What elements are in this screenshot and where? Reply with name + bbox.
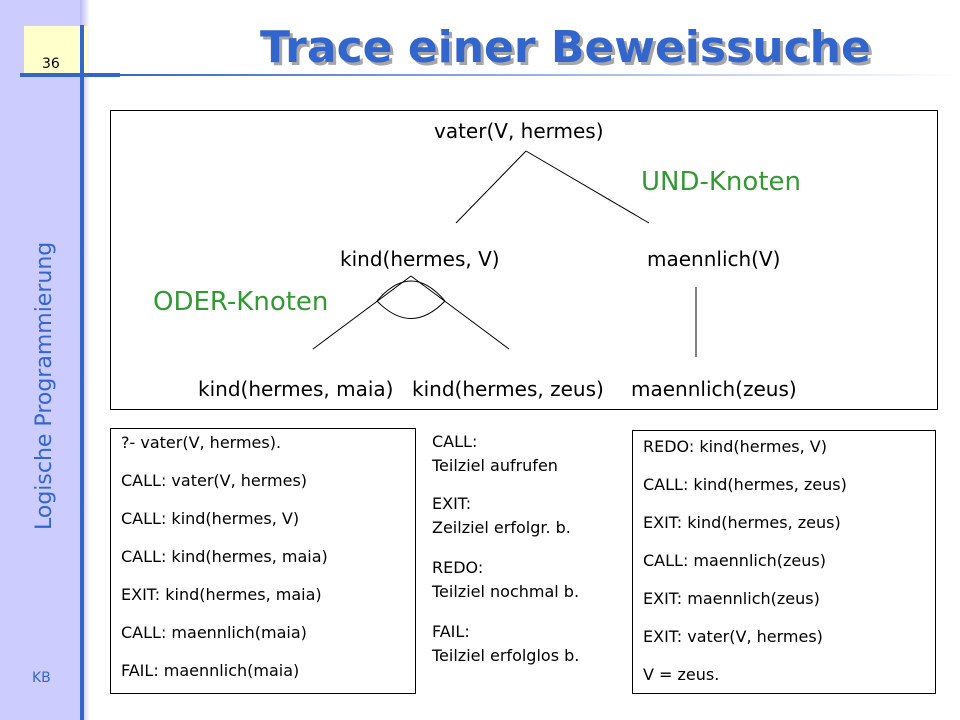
trace-right-line: CALL: kind(hermes, zeus) <box>643 475 847 494</box>
tree-leaf-maia: kind(hermes, maia) <box>198 377 394 401</box>
page-number-box <box>24 26 88 74</box>
trace-right-line: EXIT: kind(hermes, zeus) <box>643 513 841 532</box>
trace-left-line: EXIT: kind(hermes, maia) <box>121 585 322 604</box>
tree-edges <box>312 150 697 357</box>
slide-title: Trace einer Beweissuche <box>260 22 871 73</box>
tree-leaf-zeus: kind(hermes, zeus) <box>412 377 604 401</box>
legend-key: EXIT: <box>432 494 472 513</box>
sidebar <box>0 0 80 720</box>
horizontal-rule-fade <box>120 74 960 76</box>
trace-box-right: REDO: kind(hermes, V) CALL: kind(hermes,… <box>632 430 936 694</box>
legend-key: REDO: <box>432 558 484 577</box>
trace-left-line: CALL: kind(hermes, V) <box>121 509 300 528</box>
edge-root-right <box>525 150 650 224</box>
oder-knoten-label: ODER-Knoten <box>153 287 329 317</box>
or-arc-top <box>376 280 446 302</box>
tree-leaf-maennlich-zeus: maennlich(zeus) <box>631 377 797 401</box>
or-arc <box>376 300 446 319</box>
trace-right-line: REDO: kind(hermes, V) <box>643 437 827 456</box>
trace-left-line: CALL: maennlich(maia) <box>121 623 307 642</box>
edge-or-right <box>410 275 510 350</box>
edge-or-left <box>312 275 412 350</box>
tree-child-right: maennlich(V) <box>647 247 781 271</box>
legend-key: CALL: <box>432 432 478 451</box>
und-knoten-label: UND-Knoten <box>641 167 801 197</box>
legend: CALL: Teilziel aufrufen EXIT: Zeilziel e… <box>432 430 622 690</box>
trace-right-line: EXIT: vater(V, hermes) <box>643 627 823 646</box>
footer-label: KB <box>32 670 51 686</box>
sidebar-gradient <box>80 0 90 720</box>
trace-right-line: V = zeus. <box>643 665 720 684</box>
legend-key: FAIL: <box>432 622 470 641</box>
legend-desc: Teilziel erfolglos b. <box>432 646 580 665</box>
side-label: Logische Programmierung <box>32 241 57 530</box>
proof-tree-box: vater(V, hermes) UND-Knoten kind(hermes,… <box>110 110 938 410</box>
tree-root: vater(V, hermes) <box>434 119 604 143</box>
trace-left-line: CALL: kind(hermes, maia) <box>121 547 328 566</box>
trace-box-left: ?- vater(V, hermes). CALL: vater(V, herm… <box>110 428 416 694</box>
horizontal-rule <box>20 73 120 77</box>
legend-desc: Teilziel aufrufen <box>432 456 558 475</box>
trace-right-line: EXIT: maennlich(zeus) <box>643 589 820 608</box>
vertical-rule <box>80 25 84 720</box>
trace-right-line: CALL: maennlich(zeus) <box>643 551 826 570</box>
trace-left-line: ?- vater(V, hermes). <box>121 433 282 452</box>
legend-desc: Zeilziel erfolgr. b. <box>432 518 571 537</box>
page-number: 36 <box>42 56 60 72</box>
legend-desc: Teilziel nochmal b. <box>432 582 580 601</box>
trace-left-line: FAIL: maennlich(maia) <box>121 661 300 680</box>
trace-left-line: CALL: vater(V, hermes) <box>121 471 308 490</box>
tree-child-left: kind(hermes, V) <box>340 247 500 271</box>
edge-root-left <box>455 150 527 224</box>
